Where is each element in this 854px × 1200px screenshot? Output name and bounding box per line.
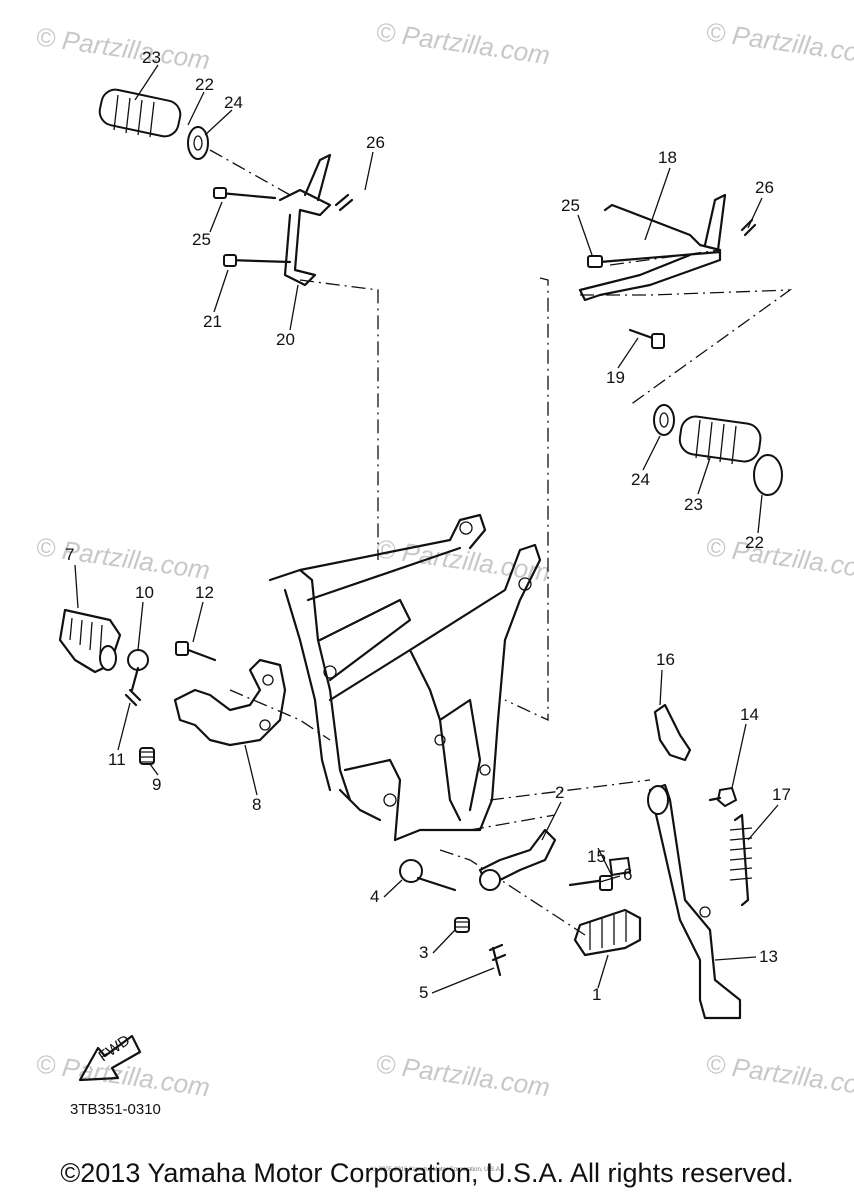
part-label-20: 20 xyxy=(276,330,295,349)
part-label-22b: 22 xyxy=(745,533,764,552)
part-label-25b: 25 xyxy=(561,196,580,215)
part-label-19: 19 xyxy=(606,368,625,387)
part-label-7: 7 xyxy=(65,545,74,564)
part-label-16: 16 xyxy=(656,650,675,669)
part-label-26a: 26 xyxy=(366,133,385,152)
right-rider-footrest xyxy=(399,828,642,977)
part-label-12: 12 xyxy=(195,583,214,602)
part-label-2: 2 xyxy=(555,783,564,802)
left-rider-footrest xyxy=(58,608,287,765)
part-label-11: 11 xyxy=(108,750,126,769)
part-label-17: 17 xyxy=(772,785,791,804)
watermarks: © Partzilla.com © Partzilla.com © Partzi… xyxy=(34,16,854,1102)
part-label-23b: 23 xyxy=(684,495,703,514)
part-label-13: 13 xyxy=(759,947,778,966)
part-label-26b: 26 xyxy=(755,178,774,197)
label-leaders xyxy=(74,64,779,994)
watermark-top-left: © Partzilla.com xyxy=(34,21,212,75)
part-label-4: 4 xyxy=(370,887,379,906)
copyright-notice: ©2013 Yamaha Motor Corporation, U.S.A. A… xyxy=(60,1158,794,1188)
frame xyxy=(268,513,542,842)
sidestand-assembly xyxy=(647,703,753,1020)
part-label-10: 10 xyxy=(135,583,154,602)
part-label-23a: 23 xyxy=(142,48,161,67)
watermark-top-right: © Partzilla.com xyxy=(704,16,854,70)
left-footrest-assembly xyxy=(98,88,354,287)
part-label-25a: 25 xyxy=(192,230,211,249)
small-credit: (c) 2005-2016 Yamaha Motor Corporation, … xyxy=(370,1167,502,1173)
watermark-bottom-right: © Partzilla.com xyxy=(704,1048,854,1102)
part-label-21: 21 xyxy=(203,312,222,331)
leader-lines xyxy=(209,149,793,936)
part-labels: 23 22 24 26 25 21 20 18 25 26 19 24 23 2… xyxy=(65,48,791,1004)
diagram-code: 3TB351-0310 xyxy=(70,1101,161,1118)
watermark-mid-left: © Partzilla.com xyxy=(34,531,212,585)
part-label-6: 6 xyxy=(623,865,632,884)
part-label-5: 5 xyxy=(419,983,428,1002)
part-label-3: 3 xyxy=(419,943,428,962)
watermark-mid-right: © Partzilla.com xyxy=(704,531,854,585)
watermark-top-center: © Partzilla.com xyxy=(374,16,552,70)
watermark-mid-center: © Partzilla.com xyxy=(374,533,552,587)
watermark-bottom-center: © Partzilla.com xyxy=(374,1048,552,1102)
part-label-24b: 24 xyxy=(631,470,650,489)
part-label-18: 18 xyxy=(658,148,677,167)
right-footrest-assembly xyxy=(578,193,783,496)
part-label-14: 14 xyxy=(740,705,759,724)
part-label-9: 9 xyxy=(152,775,161,794)
part-label-8: 8 xyxy=(252,795,261,814)
part-label-22a: 22 xyxy=(195,75,214,94)
watermark-bottom-left: © Partzilla.com xyxy=(34,1048,212,1102)
part-label-24a: 24 xyxy=(224,93,243,112)
part-label-1: 1 xyxy=(592,985,601,1004)
part-label-15: 15 xyxy=(587,847,606,866)
